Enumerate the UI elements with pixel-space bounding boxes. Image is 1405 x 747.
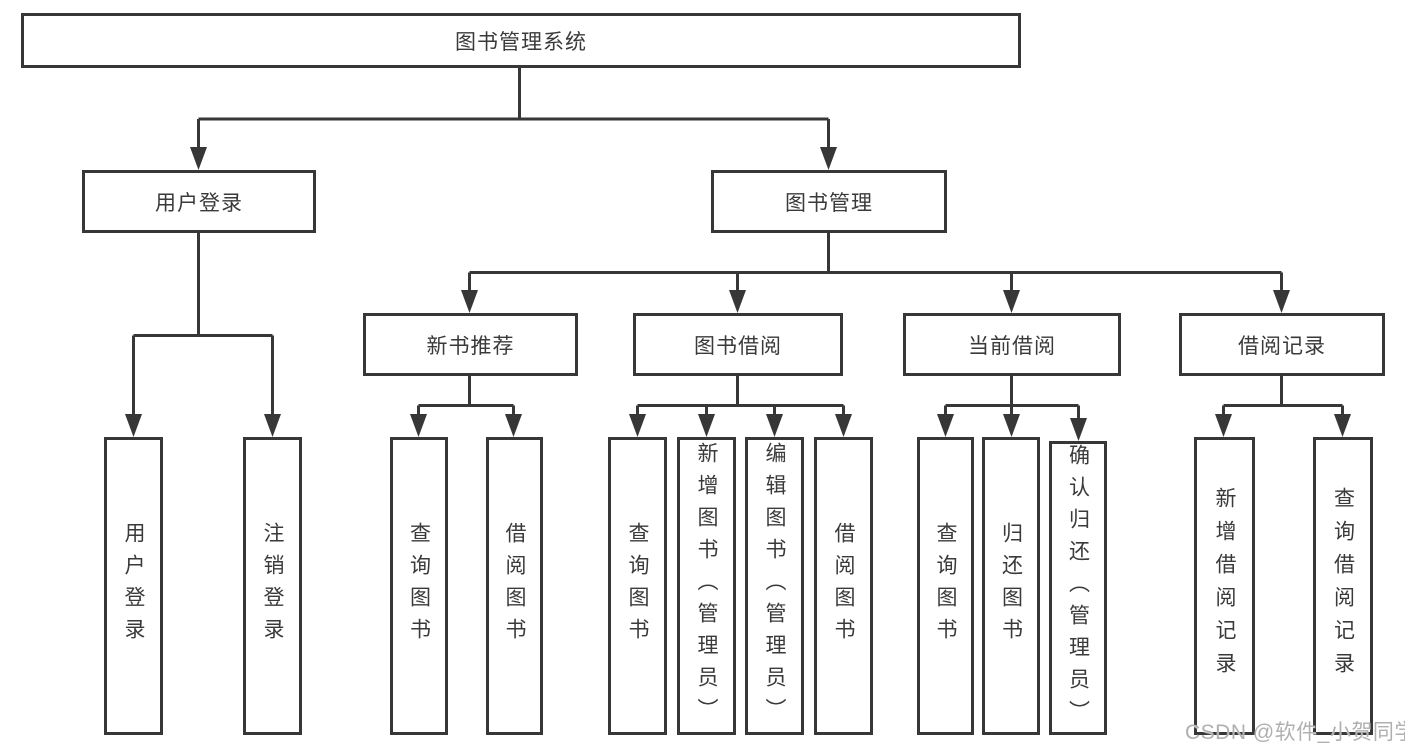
- node-label: 新增借阅记录: [1213, 487, 1236, 685]
- leaf-query-books-recommend: 查询图书: [390, 437, 448, 735]
- node-label: 借阅记录: [1238, 334, 1326, 358]
- leaf-edit-books-admin: 编辑图书（管理员）: [745, 437, 804, 735]
- arrowheads: [125, 147, 1351, 441]
- leaf-borrow-books: 借阅图书: [814, 437, 873, 735]
- node-label: 当前借阅: [968, 334, 1056, 358]
- node-label: 借阅图书: [832, 522, 855, 650]
- node-book-management: 图书管理: [711, 170, 947, 233]
- leaf-query-borrow-record: 查询借阅记录: [1313, 437, 1373, 735]
- node-label: 编辑图书（管理员）: [763, 442, 786, 730]
- leaf-query-books-borrow: 查询图书: [608, 437, 667, 735]
- node-current-borrow: 当前借阅: [903, 313, 1121, 376]
- node-label: 注销登录: [261, 522, 284, 650]
- node-label: 查询图书: [626, 522, 649, 650]
- node-label: 图书管理: [785, 191, 873, 215]
- watermark: CSDN @软件_小贺同学: [1185, 721, 1405, 744]
- leaf-add-books-admin: 新增图书（管理员）: [677, 437, 736, 735]
- leaf-add-borrow-record: 新增借阅记录: [1194, 437, 1255, 735]
- node-label: 用户登录: [122, 522, 145, 650]
- node-book-borrow: 图书借阅: [633, 313, 843, 376]
- node-label: 图书管理系统: [455, 30, 587, 54]
- leaf-query-books-current: 查询图书: [917, 437, 974, 735]
- leaf-user-login: 用户登录: [104, 437, 163, 735]
- leaf-confirm-return-admin: 确认归还（管理员）: [1049, 441, 1107, 735]
- node-root: 图书管理系统: [21, 13, 1021, 68]
- leaf-borrow-books-recommend: 借阅图书: [486, 437, 543, 735]
- node-label: 用户登录: [155, 191, 243, 215]
- node-borrow-records: 借阅记录: [1179, 313, 1385, 376]
- node-label: 归还图书: [999, 522, 1023, 650]
- node-label: 查询图书: [934, 522, 957, 650]
- node-label: 图书借阅: [694, 334, 782, 358]
- leaf-return-books: 归还图书: [982, 437, 1040, 735]
- node-label: 借阅图书: [503, 522, 526, 650]
- node-label: 查询借阅记录: [1331, 487, 1355, 685]
- node-user-login: 用户登录: [82, 170, 316, 233]
- node-label: 新增图书（管理员）: [695, 442, 718, 730]
- leaf-logout: 注销登录: [243, 437, 302, 735]
- node-label: 新书推荐: [426, 334, 515, 358]
- node-label: 确认归还（管理员）: [1066, 444, 1090, 732]
- node-new-book-recommend: 新书推荐: [363, 313, 578, 376]
- node-label: 查询图书: [407, 522, 431, 650]
